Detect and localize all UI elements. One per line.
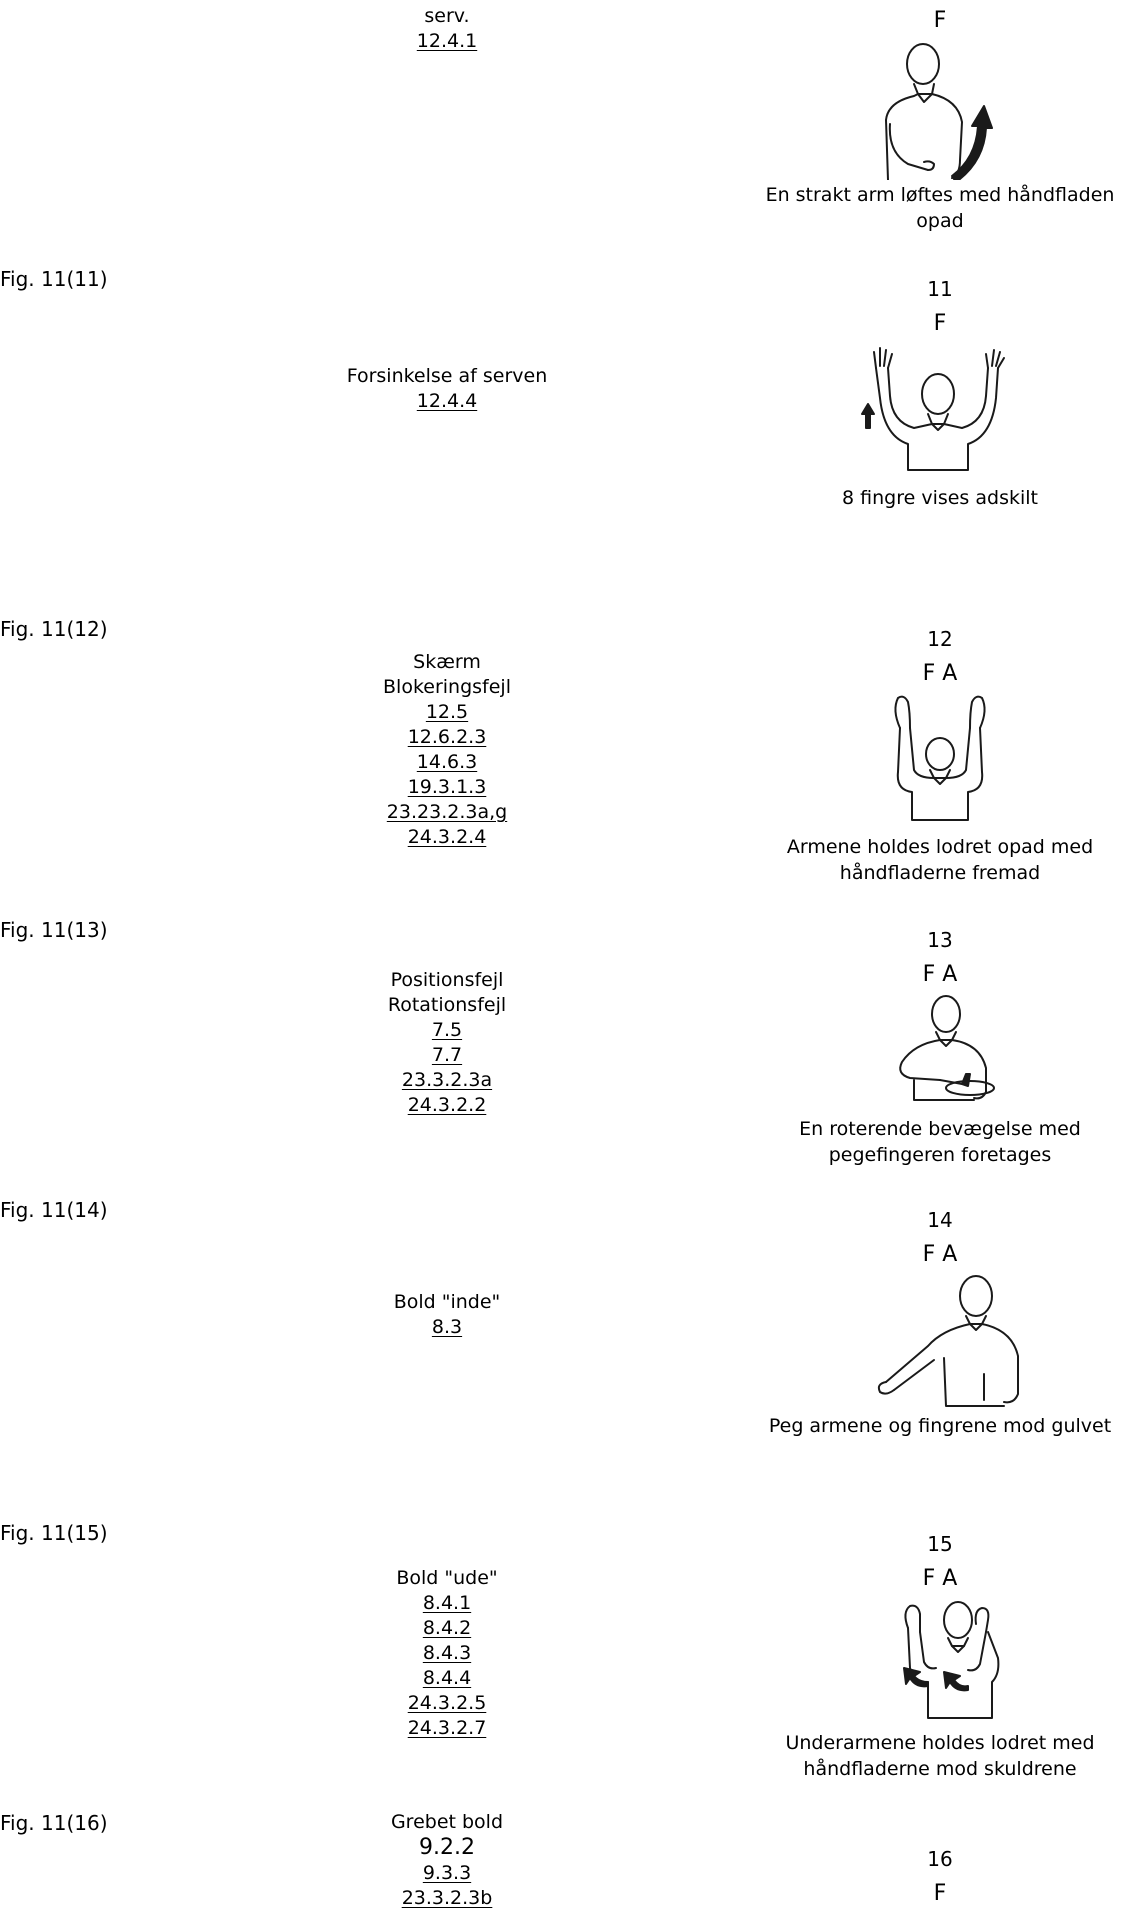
referee-letters: F	[933, 311, 947, 336]
description-text: Blokeringsfejl	[383, 676, 511, 698]
referee-letters: F A	[922, 962, 958, 987]
rule-reference-link[interactable]: 8.4.1	[422, 1592, 472, 1614]
signal-caption: En roterende bevægelse med pegefingeren …	[799, 1118, 1081, 1166]
rule-reference-link[interactable]: 24.3.2.2	[407, 1094, 487, 1116]
rule-reference-link[interactable]: 8.4.4	[422, 1667, 472, 1689]
rule-reference-link[interactable]: 24.3.2.5	[407, 1692, 487, 1714]
referee-ball-in-illustration	[872, 1272, 1052, 1412]
signal-caption: Peg armene og fingrene mod gulvet	[768, 1415, 1112, 1437]
description-block-16: Grebet bold 9.2.2 9.3.3 23.3.2.3b	[316, 1810, 578, 1911]
referee-arm-raise-illustration	[848, 40, 1028, 180]
referee-letters: F A	[922, 661, 958, 686]
referee-ball-out-illustration	[888, 1598, 1018, 1728]
rule-reference-link[interactable]: 12.4.1	[416, 30, 478, 52]
figure-number: 11	[927, 277, 953, 301]
rule-reference-link[interactable]: 8.3	[431, 1316, 463, 1338]
rule-reference-link[interactable]: 12.4.4	[416, 390, 478, 412]
description-block-0: serv. 12.4.1	[316, 4, 578, 54]
description-text: Grebet bold	[390, 1811, 504, 1833]
rule-reference-link[interactable]: 23.3.2.3b	[401, 1887, 493, 1909]
rule-reference-link[interactable]: 8.4.3	[422, 1642, 472, 1664]
description-block-11: Forsinkelse af serven 12.4.4	[316, 364, 578, 414]
rule-reference-text: 9.2.2	[419, 1835, 475, 1860]
referee-letters: F	[933, 8, 947, 33]
figure-number: 12	[927, 627, 953, 651]
signal-caption: Armene holdes lodret opad med håndflader…	[786, 836, 1094, 884]
rule-reference-link[interactable]: 23.3.2.3a	[401, 1069, 493, 1091]
referee-letters: F A	[922, 1566, 958, 1591]
referee-letters: F A	[922, 1242, 958, 1267]
description-block-15: Bold "ude" 8.4.1 8.4.2 8.4.3 8.4.4 24.3.…	[316, 1566, 578, 1741]
rule-reference-link[interactable]: 12.6.2.3	[407, 726, 487, 748]
description-text: Positionsfejl	[390, 969, 504, 991]
description-text: Forsinkelse af serven	[346, 365, 548, 387]
figure-number: 13	[927, 928, 953, 952]
referee-rotation-illustration	[870, 992, 1020, 1104]
description-text: Bold "ude"	[396, 1567, 498, 1589]
description-text: Rotationsfejl	[387, 994, 507, 1016]
figure-label: Fig. 11(13)	[0, 918, 108, 942]
description-block-13: Positionsfejl Rotationsfejl 7.5 7.7 23.3…	[316, 968, 578, 1118]
referee-eight-fingers-illustration	[858, 344, 1018, 474]
signal-caption: 8 fingre vises adskilt	[842, 487, 1038, 509]
rule-reference-link[interactable]: 7.5	[431, 1019, 463, 1041]
rule-reference-link[interactable]: 19.3.1.3	[407, 776, 487, 798]
figure-number: 14	[927, 1208, 953, 1232]
rule-reference-link[interactable]: 23.23.2.3a,g	[386, 801, 508, 823]
figure-label: Fig. 11(15)	[0, 1521, 108, 1545]
rule-reference-link[interactable]: 14.6.3	[416, 751, 478, 773]
description-block-14: Bold "inde" 8.3	[316, 1290, 578, 1340]
referee-arms-up-illustration	[870, 692, 1010, 822]
description-block-12: Skærm Blokeringsfejl 12.5 12.6.2.3 14.6.…	[316, 650, 578, 850]
rule-reference-link[interactable]: 24.3.2.7	[407, 1717, 487, 1739]
description-text: Skærm	[413, 651, 481, 673]
rule-reference-link[interactable]: 7.7	[431, 1044, 463, 1066]
rule-reference-link[interactable]: 12.5	[425, 701, 469, 723]
figure-number: 15	[927, 1532, 953, 1556]
description-text: serv.	[424, 5, 470, 27]
referee-letters: F	[933, 1881, 947, 1906]
rule-reference-link[interactable]: 9.3.3	[422, 1862, 472, 1884]
signal-caption: Underarmene holdes lodret med håndflader…	[785, 1732, 1095, 1780]
signal-caption: En strakt arm løftes med håndfladen opad	[765, 184, 1115, 232]
figure-label: Fig. 11(11)	[0, 267, 108, 291]
rule-reference-link[interactable]: 24.3.2.4	[407, 826, 487, 848]
figure-number: 16	[927, 1847, 953, 1871]
figure-label: Fig. 11(16)	[0, 1811, 108, 1835]
rule-reference-link[interactable]: 8.4.2	[422, 1617, 472, 1639]
description-text: Bold "inde"	[393, 1291, 501, 1313]
figure-label: Fig. 11(14)	[0, 1198, 108, 1222]
figure-label: Fig. 11(12)	[0, 617, 108, 641]
